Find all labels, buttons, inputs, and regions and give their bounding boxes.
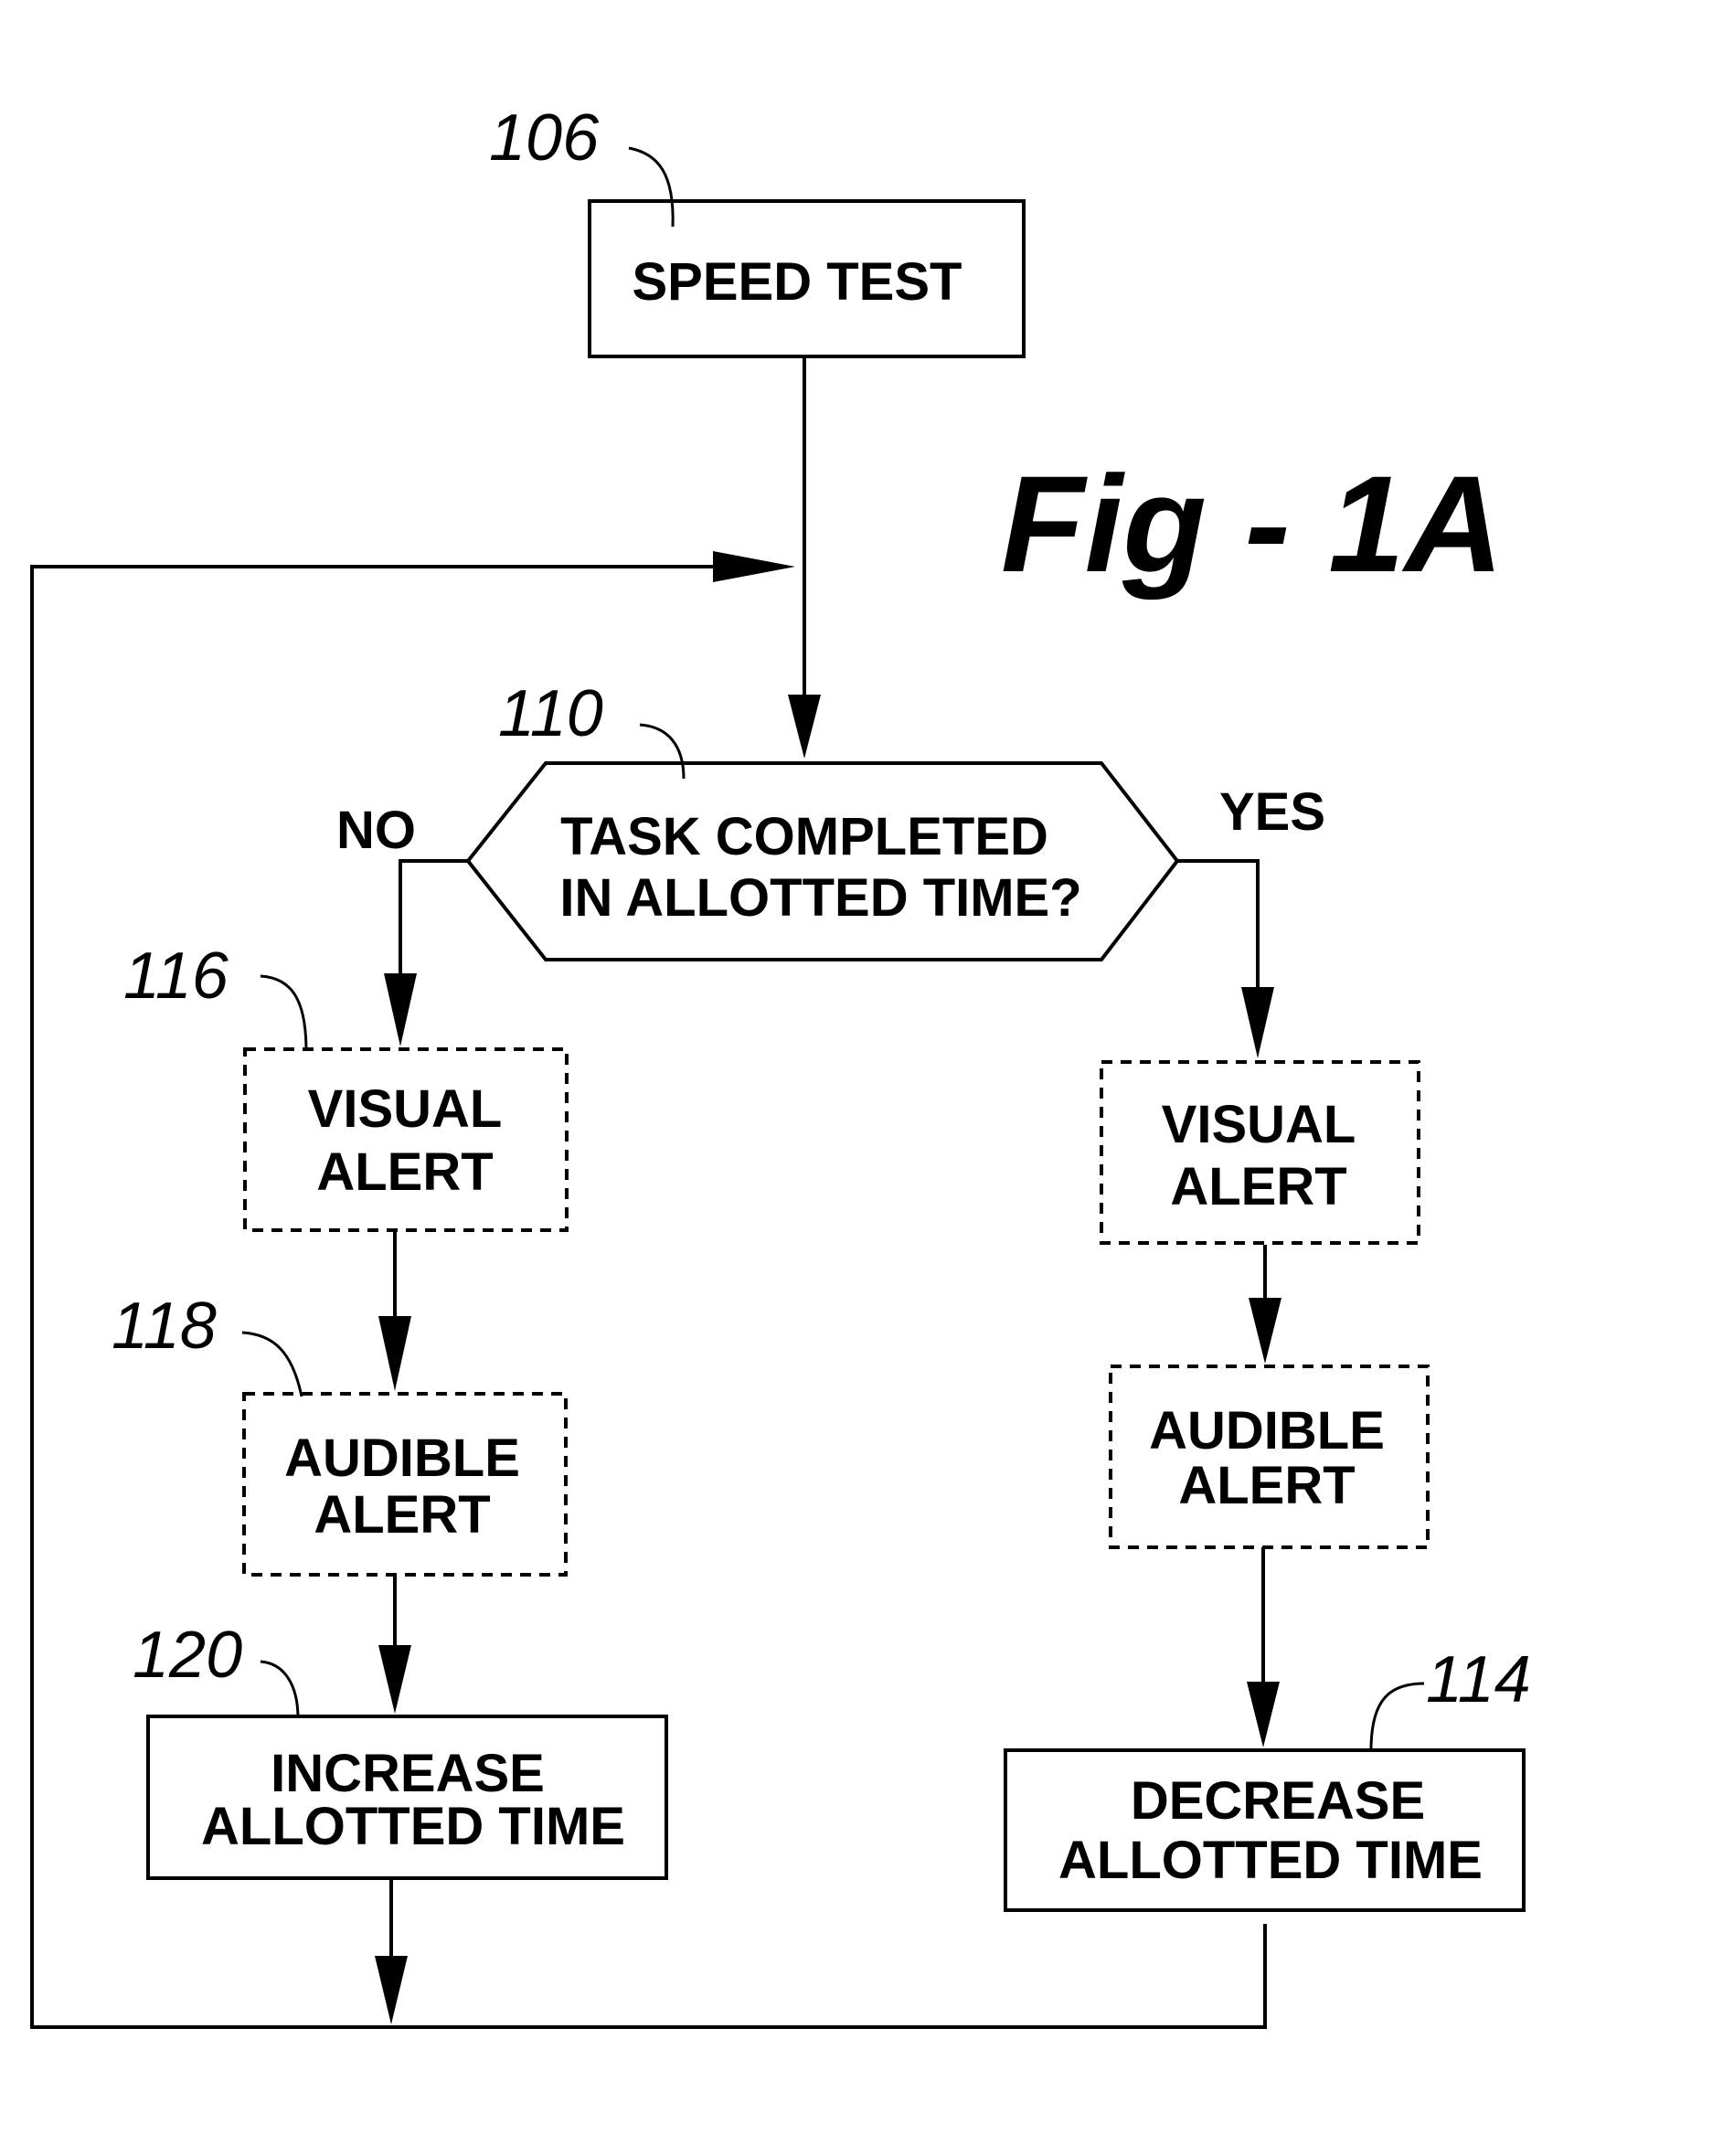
ref-label-110: 110 bbox=[498, 677, 603, 750]
speed-test-label: SPEED TEST bbox=[633, 252, 962, 312]
audible-alert-no-box: AUDIBLE ALERT bbox=[242, 1392, 568, 1577]
visual-alert-no-box: VISUAL ALERT bbox=[243, 1047, 569, 1232]
visual-alert-no-line-1: VISUAL bbox=[308, 1079, 503, 1139]
ref-label-116: 116 bbox=[123, 940, 229, 1013]
arrowhead-visual-to-audible-right bbox=[1249, 1298, 1281, 1364]
decision-label-line-2: IN ALLOTTED TIME? bbox=[559, 868, 1081, 928]
decision-label-line-1: TASK COMPLETED bbox=[560, 807, 1048, 866]
connector-loop-back bbox=[30, 565, 1267, 2029]
increase-time-line-2: ALLOTTED TIME bbox=[201, 1797, 625, 1856]
figure-title: Fig - 1A bbox=[1001, 447, 1504, 600]
audible-alert-yes-line-2: ALERT bbox=[1178, 1456, 1355, 1515]
connector-no-branch bbox=[399, 859, 468, 1014]
arrowhead-to-decision bbox=[788, 695, 821, 759]
speed-test-box: SPEED TEST bbox=[588, 199, 1026, 358]
leader-106 bbox=[628, 146, 675, 228]
visual-alert-yes-box: VISUAL ALERT bbox=[1100, 1060, 1420, 1245]
ref-label-120: 120 bbox=[133, 1619, 242, 1692]
visual-alert-yes-line-2: ALERT bbox=[1170, 1157, 1346, 1216]
arrowhead-visual-to-audible-left bbox=[378, 1316, 411, 1391]
increase-time-line-1: INCREASE bbox=[271, 1744, 545, 1803]
leader-114 bbox=[1369, 1682, 1425, 1751]
branch-label-no: NO bbox=[336, 801, 416, 860]
arrowhead-audible-to-decrease bbox=[1247, 1682, 1280, 1747]
ref-label-118: 118 bbox=[112, 1290, 217, 1363]
arrowhead-yes-branch bbox=[1241, 987, 1274, 1058]
arrowhead-loop-back bbox=[713, 551, 795, 582]
connector-yes-branch bbox=[1177, 859, 1260, 1024]
visual-alert-no-line-2: ALERT bbox=[316, 1142, 493, 1202]
decrease-time-line-2: ALLOTTED TIME bbox=[1058, 1831, 1483, 1890]
audible-alert-no-line-2: ALERT bbox=[314, 1485, 490, 1545]
audible-alert-yes-line-1: AUDIBLE bbox=[1149, 1401, 1385, 1460]
decrease-time-box: DECREASE ALLOTTED TIME bbox=[1004, 1748, 1526, 1912]
arrowhead-audible-to-increase bbox=[378, 1645, 411, 1714]
arrowhead-increase-to-loop bbox=[375, 1956, 408, 2024]
visual-alert-yes-line-1: VISUAL bbox=[1162, 1095, 1356, 1154]
leader-118 bbox=[241, 1331, 303, 1397]
audible-alert-no-line-1: AUDIBLE bbox=[284, 1428, 520, 1488]
ref-label-114: 114 bbox=[1426, 1643, 1531, 1716]
increase-time-box: INCREASE ALLOTTED TIME bbox=[146, 1715, 668, 1880]
leader-120 bbox=[260, 1660, 300, 1719]
ref-label-106: 106 bbox=[489, 101, 600, 175]
branch-label-yes: YES bbox=[1219, 782, 1325, 842]
decrease-time-line-1: DECREASE bbox=[1131, 1771, 1425, 1831]
audible-alert-yes-box: AUDIBLE ALERT bbox=[1109, 1365, 1430, 1549]
decision-hexagon: TASK COMPLETED IN ALLOTTED TIME? bbox=[465, 761, 1180, 961]
leader-110 bbox=[639, 723, 686, 780]
leader-116 bbox=[260, 974, 308, 1052]
arrowhead-no-branch bbox=[384, 973, 417, 1046]
